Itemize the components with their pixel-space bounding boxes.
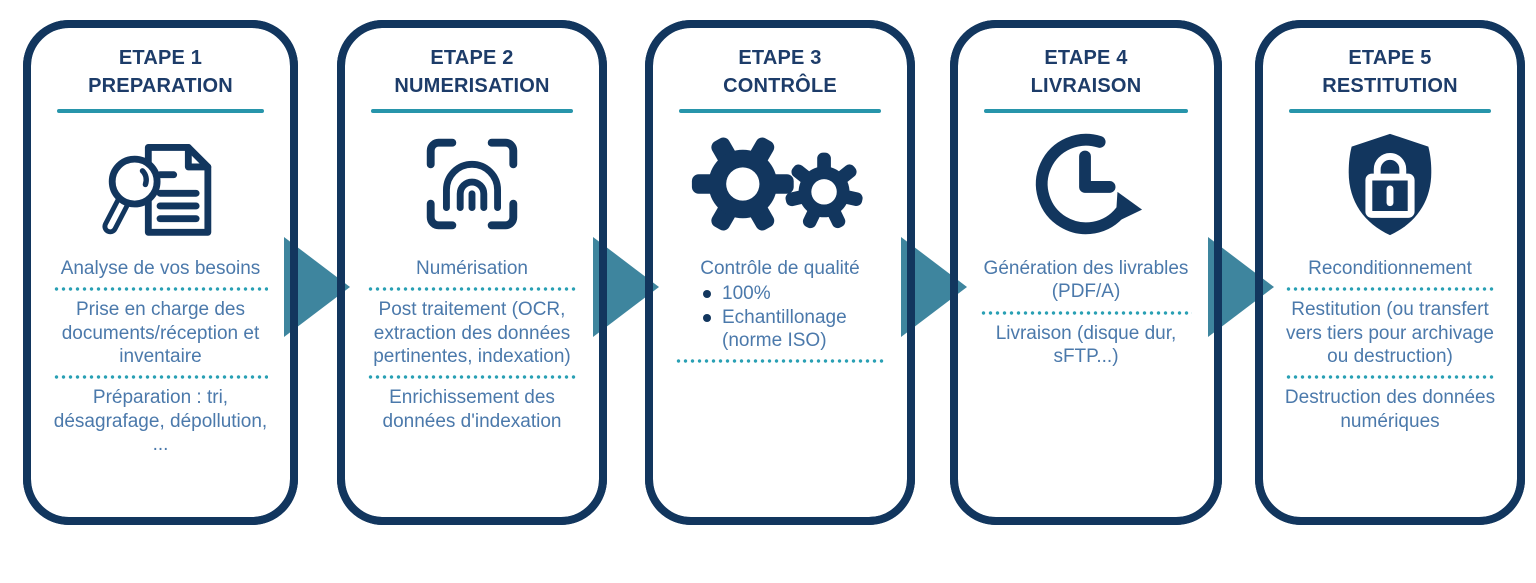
list-item: Echantillonage (norme ISO) [703,306,897,353]
step-item-heading: Contrôle de qualité [700,258,860,279]
fingerprint-scan-icon [355,117,589,251]
step-item: Numérisation [416,258,528,279]
step-content: Contrôle de qualité 100% Echantillonage … [663,257,897,364]
step-item: Analyse de vos besoins [60,258,261,279]
shield-lock-icon [1273,117,1507,251]
list-item: 100% [703,282,897,305]
title-underline [679,109,881,113]
step-card-restitution: ETAPE 5 RESTITUTION Reconditionnement Re… [1255,20,1525,525]
step-title: ETAPE 1 PREPARATION [41,44,280,100]
step-item: Génération des livrables (PDF/A) [983,258,1189,303]
step-name: NUMERISATION [394,75,550,97]
step-item: Restitution (ou transfert vers tiers pou… [1285,299,1495,368]
step-name: PREPARATION [88,75,233,97]
step-title: ETAPE 4 LIVRAISON [968,44,1204,100]
title-underline [371,109,573,113]
step-number: ETAPE 3 [738,47,822,69]
step-item: Préparation : tri, désagrafage, dépollut… [53,387,268,456]
magnifier-document-icon [41,117,280,251]
step-content: Numérisation Post traitement (OCR, extra… [355,257,589,433]
step-number: ETAPE 1 [118,47,203,69]
quality-control-list: 100% Echantillonage (norme ISO) [663,282,897,352]
step-item: Destruction des données numériques [1284,387,1496,432]
gears-icon [663,117,897,251]
step-card-livraison: ETAPE 4 LIVRAISON Génération des livrabl… [950,20,1222,525]
step-name: LIVRAISON [1030,75,1142,97]
step-title: ETAPE 2 NUMERISATION [355,44,589,100]
step-card-numerisation: ETAPE 2 NUMERISATION Numérisation Post t… [337,20,607,525]
step-content: Analyse de vos besoins Prise en charge d… [41,257,280,457]
step-name: RESTITUTION [1322,75,1458,97]
dotted-separator [675,359,885,364]
step-number: ETAPE 4 [1044,47,1128,69]
title-underline [1289,109,1491,113]
dotted-separator [53,287,268,292]
step-name: CONTRÔLE [723,75,837,97]
step-number: ETAPE 5 [1348,47,1432,69]
step-content: Génération des livrables (PDF/A) Livrais… [968,257,1204,368]
title-underline [984,109,1188,113]
step-item: Reconditionnement [1308,258,1472,279]
dotted-separator [1285,375,1495,380]
step-card-preparation: ETAPE 1 PREPARATION Analyse de vos besoi… [23,20,298,525]
step-item: Prise en charge des documents/réception … [61,299,260,368]
dotted-separator [1285,287,1495,292]
dotted-separator [367,287,577,292]
step-card-controle: ETAPE 3 CONTRÔLE [645,20,915,525]
title-underline [57,109,264,113]
step-item: Enrichissement des données d'indexation [382,387,562,432]
step-title: ETAPE 3 CONTRÔLE [663,44,897,100]
clock-history-icon [968,117,1204,251]
dotted-separator [53,375,268,380]
step-item: Post traitement (OCR, extraction des don… [373,299,571,368]
dotted-separator [367,375,577,380]
step-item: Livraison (disque dur, sFTP...) [995,322,1177,368]
dotted-separator [980,310,1192,315]
step-content: Reconditionnement Restitution (ou transf… [1273,257,1507,433]
step-number: ETAPE 2 [430,47,514,69]
step-title: ETAPE 5 RESTITUTION [1273,44,1507,100]
